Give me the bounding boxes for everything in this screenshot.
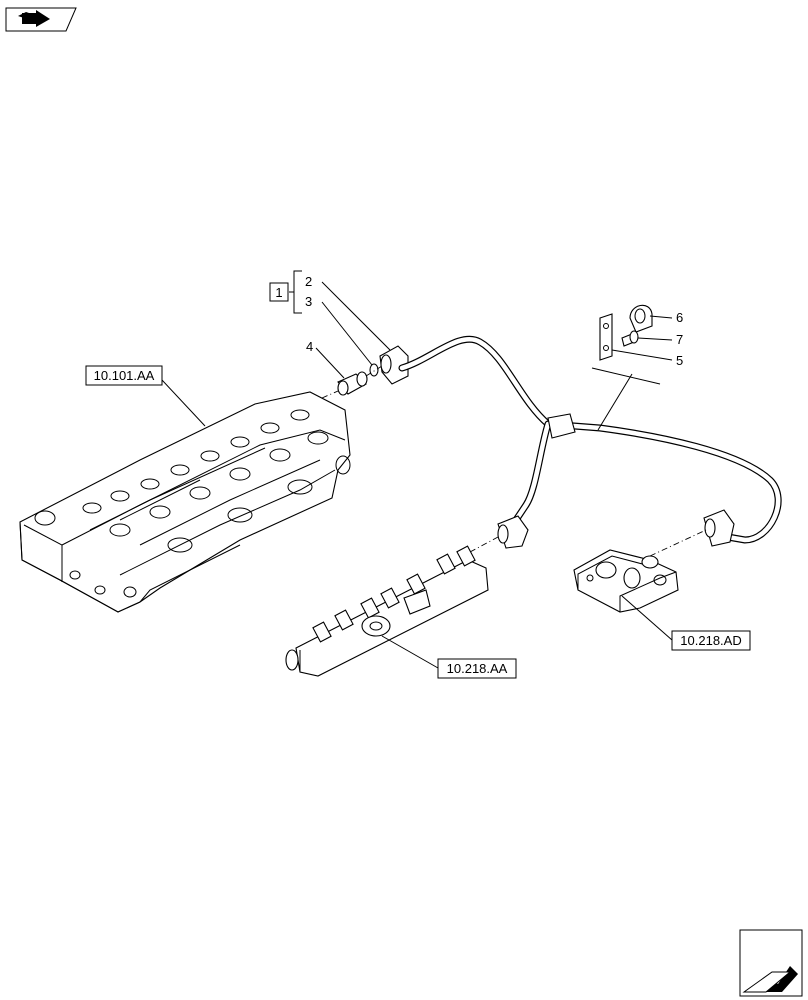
clamp-item-6: [629, 304, 653, 333]
callout-4: 4: [306, 339, 313, 354]
callout-7: 7: [676, 332, 683, 347]
leader-item-4: [315, 347, 345, 379]
ref-box-cylinder-head[interactable]: 10.101.AA: [85, 365, 163, 386]
fuel-rail-drawing: [285, 545, 489, 677]
pressure-sensor-item-4: [337, 371, 368, 396]
seal-item-3: [369, 363, 379, 377]
svg-text:1: 1: [275, 285, 282, 300]
wiring-harness: [398, 335, 782, 544]
leader-item-5: [611, 349, 673, 361]
svg-text:10.101.AA: 10.101.AA: [94, 368, 155, 383]
detail-indicator: [591, 367, 661, 431]
kit-callout-1[interactable]: 1: [269, 282, 289, 302]
leader-item-7: [637, 337, 673, 341]
callout-2: 2: [305, 274, 312, 289]
pump-drawing: [573, 549, 679, 613]
leader-item-2: [321, 281, 391, 351]
bracket-item-5: [599, 313, 613, 361]
leader-cylinder-head: [161, 379, 206, 427]
pump-connector: [703, 509, 735, 547]
next-page-arrow-icon[interactable]: [739, 929, 803, 997]
rail-connector: [497, 515, 529, 549]
callout-5: 5: [676, 353, 683, 368]
callout-6: 6: [676, 310, 683, 325]
leader-pump: [621, 595, 673, 641]
screw-item-7: [621, 330, 639, 347]
kit-group-bracket: [289, 270, 302, 314]
cylinder-head-drawing: [19, 391, 351, 613]
ref-box-fuel-rail[interactable]: 10.218.AA: [437, 658, 517, 679]
svg-text:10.218.AA: 10.218.AA: [447, 661, 508, 676]
prev-page-arrow-icon[interactable]: [5, 7, 77, 32]
callout-3: 3: [305, 294, 312, 309]
ref-box-pump[interactable]: 10.218.AD: [671, 630, 751, 651]
leader-item-3: [321, 301, 373, 366]
svg-text:10.218.AD: 10.218.AD: [680, 633, 741, 648]
leader-item-6: [649, 315, 673, 319]
leader-fuel-rail: [381, 635, 439, 669]
connector-item-2: [379, 345, 409, 385]
